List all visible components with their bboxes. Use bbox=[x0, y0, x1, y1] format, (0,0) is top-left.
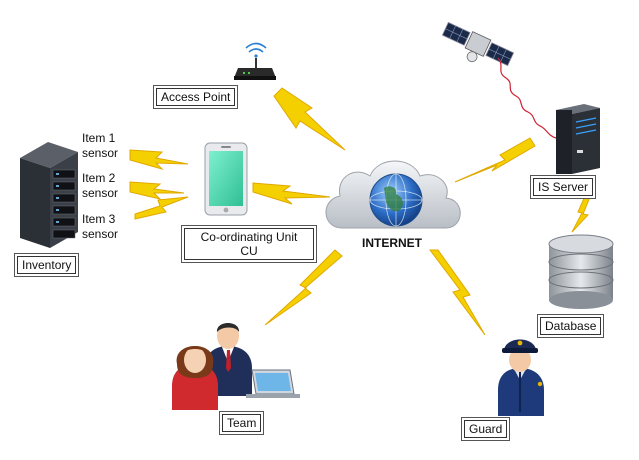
lightning-bolts bbox=[129, 87, 591, 336]
lightning-bolt-icon bbox=[273, 87, 346, 151]
lightning-bolt-icon bbox=[129, 149, 189, 170]
satellite-icon bbox=[441, 21, 557, 139]
people-laptop-icon bbox=[172, 323, 300, 410]
item-1-sensor-label: Item 1 sensor bbox=[82, 131, 119, 160]
inventory-label: Inventory bbox=[17, 256, 77, 274]
server-rack-icon bbox=[20, 142, 78, 248]
server-tower-icon bbox=[556, 104, 600, 174]
team-label: Team bbox=[222, 414, 262, 432]
lightning-bolt-icon bbox=[454, 137, 536, 183]
internet-label: INTERNET bbox=[362, 236, 422, 250]
lightning-bolt-icon bbox=[429, 249, 486, 336]
lightning-bolt-icon bbox=[129, 181, 185, 200]
database-label: Database bbox=[540, 317, 602, 335]
lightning-bolt-icon bbox=[252, 182, 331, 205]
database-icon bbox=[548, 234, 614, 309]
access-point-label: Access Point bbox=[156, 88, 236, 106]
guard-label: Guard bbox=[464, 420, 508, 438]
cloud-globe-icon bbox=[325, 160, 461, 229]
coordinating-unit-label: Co-ordinating Unit CU bbox=[184, 228, 314, 260]
item-2-sensor-label: Item 2 sensor bbox=[82, 171, 119, 200]
is-server-label: IS Server bbox=[533, 178, 594, 196]
smartphone-icon bbox=[204, 142, 248, 216]
wifi-router-icon bbox=[234, 42, 276, 80]
lightning-bolt-icon bbox=[571, 195, 591, 233]
item-3-sensor-label: Item 3 sensor bbox=[82, 212, 119, 241]
lightning-bolt-icon bbox=[264, 249, 343, 326]
lightning-bolt-icon bbox=[134, 196, 189, 220]
guard-icon bbox=[498, 339, 544, 416]
